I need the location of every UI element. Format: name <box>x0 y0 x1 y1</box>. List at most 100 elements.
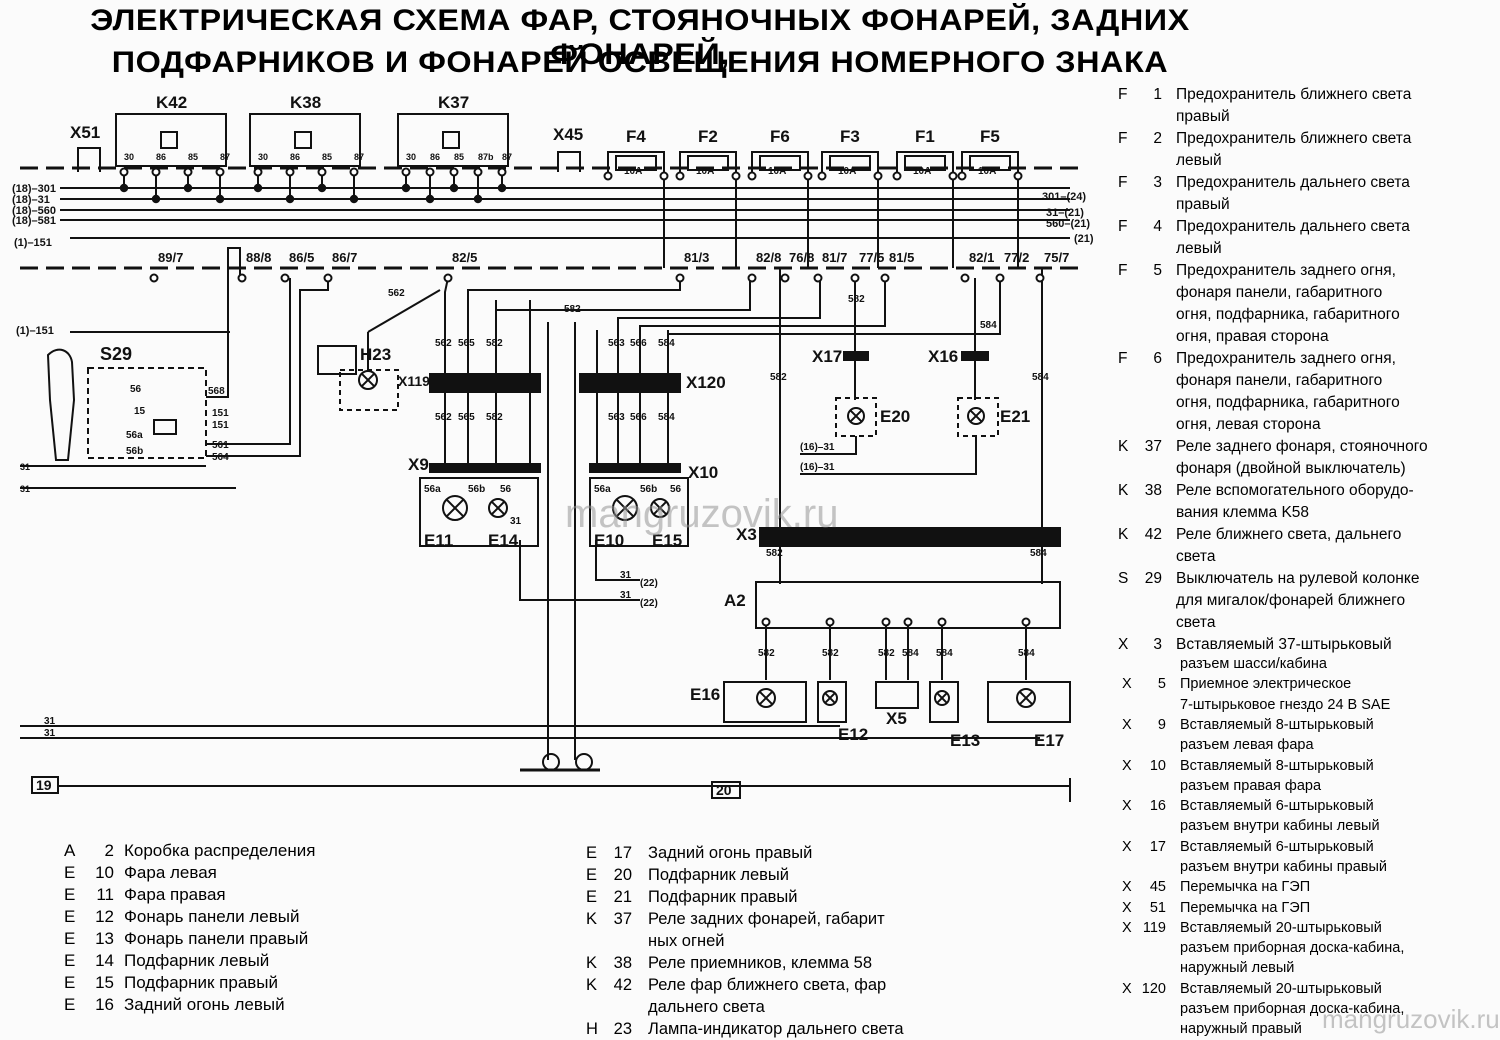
panel-lamp-icon <box>824 692 836 704</box>
relay-label: K37 <box>438 93 469 112</box>
wire-number: 584 <box>1030 548 1047 559</box>
terminal-pin <box>1035 273 1045 283</box>
legend-prefix: E <box>64 885 76 904</box>
headlight-lamp-icon <box>612 495 638 521</box>
wire <box>617 278 821 330</box>
terminal-pin <box>731 171 741 181</box>
legend-number: 2 <box>1153 130 1162 147</box>
legend-prefix: K <box>586 910 598 928</box>
wire-number: 584 <box>1032 372 1049 383</box>
terminal-pin <box>497 167 507 177</box>
legend-description: Реле приемников, клемма 58 <box>648 954 872 972</box>
legend-description: разъем приборная доска-кабина, <box>1180 940 1405 957</box>
legend-description: Коробка распределения <box>124 841 316 860</box>
legend-description: Подфарник левый <box>648 866 790 884</box>
legend-prefix: F <box>1118 174 1128 191</box>
connector-bar <box>759 527 1061 537</box>
ground-icon <box>575 753 593 771</box>
title-line-2: ПОДФАРНИКОВ И ФОНАРЕЙ ОСВЕЩЕНИЯ НОМЕРНОГ… <box>111 46 1169 79</box>
wire-number: 582 <box>758 648 775 659</box>
wire-number: 584 <box>658 338 675 349</box>
legend-number: 6 <box>1153 350 1162 367</box>
junction-dot <box>253 183 263 193</box>
legend-number: 13 <box>95 929 114 948</box>
legend-description: разъем внутри кабины левый <box>1180 818 1380 835</box>
component-label: S29 <box>100 344 132 364</box>
legend-prefix: X <box>1122 716 1132 733</box>
wire <box>444 277 449 300</box>
wire-number: 566 <box>630 412 647 423</box>
steering-lever-icon <box>46 348 76 461</box>
bus-label: (18)–560 <box>12 205 56 217</box>
wire <box>800 436 857 455</box>
distribution-box <box>755 581 1061 629</box>
legend-prefix: K <box>1118 438 1129 455</box>
legend-number: 42 <box>613 976 632 994</box>
wire-number: 584 <box>1018 648 1035 659</box>
wire-number: (16)–31 <box>800 442 835 453</box>
fuse-frame <box>751 151 809 172</box>
legend-prefix: K <box>1118 526 1129 543</box>
legend-prefix: E <box>64 929 76 948</box>
connector-bar <box>961 351 989 361</box>
bridge-x45 <box>557 151 581 172</box>
terminal-pin <box>960 273 970 283</box>
component-label: X120 <box>686 373 726 392</box>
bus-label: 301–(24) <box>1042 191 1086 203</box>
terminal-pin <box>881 617 891 627</box>
legend-description: Фонарь панели левый <box>124 907 300 926</box>
legend-description: Реле ближнего света, дальнего <box>1176 526 1402 543</box>
legend-prefix: A <box>64 841 76 860</box>
relay-pin-label: 85 <box>188 152 198 162</box>
relay-pin-label: 87 <box>220 152 230 162</box>
legend-description: Вставляемый 37-штырьковый <box>1176 636 1392 653</box>
wire-number: 565 <box>458 412 475 423</box>
legend-prefix: X <box>1118 636 1129 653</box>
legend-number: 5 <box>1153 262 1162 279</box>
relay-pin-label: 87 <box>354 152 364 162</box>
terminal-pin <box>285 167 295 177</box>
terminal-pin <box>880 273 890 283</box>
wiring-diagram: (18)–301(18)–31(18)–560(18)–581301–(24)3… <box>12 93 1094 802</box>
legend-description: Задний огонь левый <box>124 995 285 1014</box>
wire-number: 31 <box>20 484 30 494</box>
terminal-pin <box>747 273 757 283</box>
legend-prefix: X <box>1122 838 1132 855</box>
pin-label: 31 <box>510 516 522 527</box>
component-label: X16 <box>928 347 958 366</box>
pin-label: 56b <box>468 484 485 495</box>
legend-description: Вставляемый 20-штырьковый <box>1180 919 1382 936</box>
legend-description: Реле задних фонарей, габарит <box>648 910 885 928</box>
parking-lamp-icon <box>967 407 985 425</box>
legend-prefix: E <box>64 863 76 882</box>
legend-number: 38 <box>1144 482 1162 499</box>
fuse-frame <box>896 151 954 172</box>
component-label: X3 <box>736 525 757 544</box>
wire-number: 584 <box>902 648 919 659</box>
sheet-number: 19 <box>36 777 52 793</box>
relay-pin-label: 85 <box>322 152 332 162</box>
legend-description: огня, подфарника, габаритного <box>1176 394 1400 411</box>
terminal-label: 86/5 <box>289 250 314 265</box>
wire <box>595 540 640 581</box>
terminal-pin <box>957 171 967 181</box>
legend-description: ных огней <box>648 932 725 950</box>
relay-coil-icon <box>160 131 178 149</box>
legend-description: Вставляемый 20-штырьковый <box>1180 980 1382 997</box>
terminal-label: 89/7 <box>158 250 183 265</box>
wire-number: (16)–31 <box>800 462 835 473</box>
legend-number: 3 <box>1153 636 1162 653</box>
fuse-element <box>687 155 729 171</box>
terminal-pin <box>873 171 883 181</box>
relay-pin-label: 30 <box>124 152 134 162</box>
s29-switch-box <box>87 367 207 459</box>
wire-number: 568 <box>208 386 225 397</box>
terminal-pin <box>675 171 685 181</box>
legend-number: 2 <box>104 841 114 860</box>
connector-bar <box>759 537 1061 547</box>
sidelight-lamp-icon <box>652 500 668 516</box>
rear-lamp-icon <box>1016 688 1036 708</box>
wire <box>367 289 441 333</box>
wire-number: 562 <box>435 412 452 423</box>
terminal-pin <box>401 167 411 177</box>
